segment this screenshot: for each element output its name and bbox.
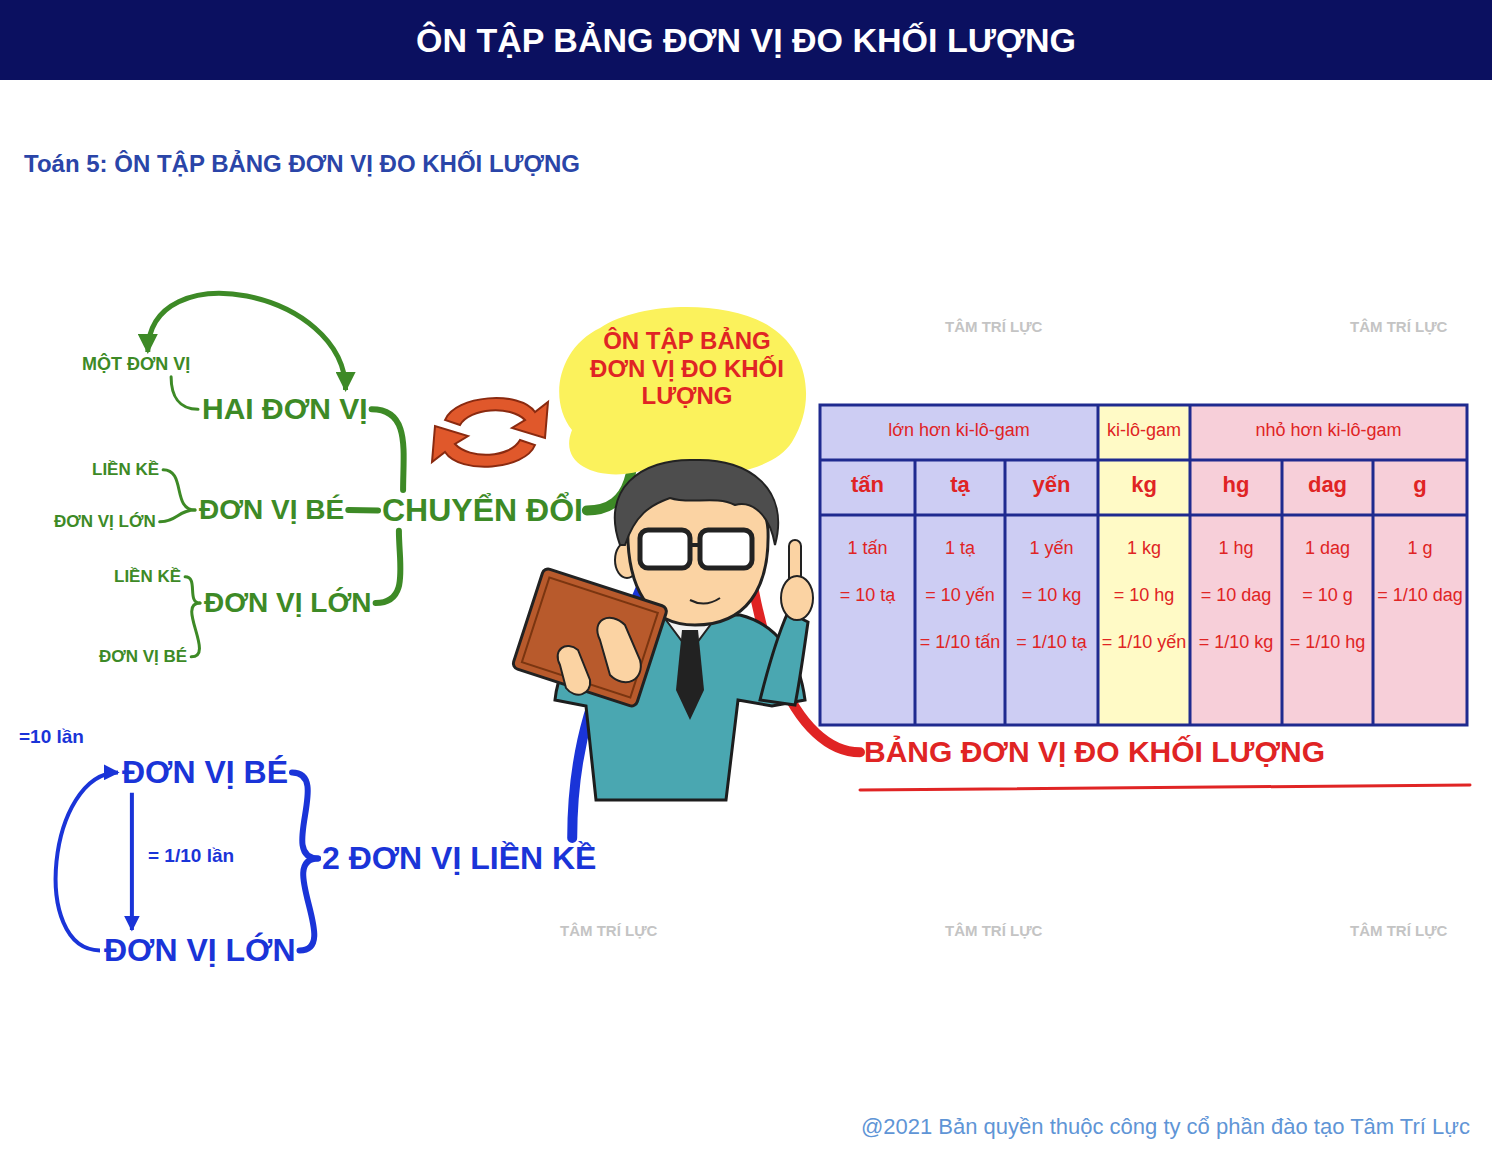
branch-line bbox=[171, 377, 198, 410]
table-cell: = 10 kg bbox=[1005, 585, 1098, 607]
branch-line bbox=[191, 603, 200, 657]
conversion-arrow bbox=[148, 293, 346, 390]
table-cell: 1 tấn bbox=[820, 538, 915, 560]
topic-text: LIỀN KỀ bbox=[92, 460, 159, 480]
branch-line bbox=[163, 470, 195, 510]
topic-text: BẢNG ĐƠN VỊ ĐO KHỐI LƯỢNG bbox=[864, 735, 1325, 770]
main-branch: BẢNG ĐƠN VỊ ĐO KHỐI LƯỢNG bbox=[860, 733, 1329, 772]
unit-name: hg bbox=[1190, 472, 1282, 498]
table-cell: 1 dag bbox=[1282, 538, 1373, 560]
watermark: TÂM TRÍ LỰC bbox=[1350, 922, 1447, 940]
table-cell: = 10 tạ bbox=[820, 585, 915, 607]
main-branch: 2 ĐƠN VỊ LIỀN KỀ bbox=[318, 838, 600, 879]
table-cell: = 10 dag bbox=[1190, 585, 1282, 607]
topic-text: HAI ĐƠN VỊ bbox=[202, 392, 368, 427]
table-cell: = 1/10 hg bbox=[1282, 632, 1373, 654]
topic-text: 2 ĐƠN VỊ LIỀN KỀ bbox=[322, 840, 596, 877]
topic-text: ĐƠN VỊ BÉ bbox=[122, 754, 288, 791]
unit-name: g bbox=[1373, 472, 1467, 498]
table-header: ki-lô-gam bbox=[1098, 420, 1190, 442]
topic-text: ĐƠN VỊ LỚN bbox=[104, 932, 295, 969]
table-cell: = 1/10 tấn bbox=[915, 632, 1005, 654]
table-cell: = 1/10 yến bbox=[1098, 632, 1190, 654]
topic-text: CHUYỂN ĐỔI bbox=[382, 492, 583, 529]
central-topic: ÔN TẬP BẢNG ĐƠN VỊ ĐO KHỐI LƯỢNG bbox=[582, 325, 792, 412]
conversion-arrow bbox=[56, 772, 118, 950]
watermark: TÂM TRÍ LỰC bbox=[560, 922, 657, 940]
topic-text: ĐƠN VỊ BÉ bbox=[99, 647, 187, 667]
sub-branch: LIỀN KỀ bbox=[88, 458, 163, 482]
copyright-caption: @2021 Bản quyền thuộc công ty cổ phần đà… bbox=[861, 1114, 1470, 1140]
arrow-label: =10 lần bbox=[16, 726, 87, 749]
branch-line bbox=[348, 507, 378, 513]
table-cell: = 1/10 tạ bbox=[1005, 632, 1098, 654]
topic-text: ÔN TẬP BẢNG ĐƠN VỊ ĐO KHỐI LƯỢNG bbox=[586, 327, 788, 410]
branch-line bbox=[160, 510, 195, 522]
table-cell: 1 yến bbox=[1005, 538, 1098, 560]
sub-branch: MỘT ĐƠN VỊ bbox=[78, 352, 194, 377]
unit-name: dag bbox=[1282, 472, 1373, 498]
table-cell: = 1/10 dag bbox=[1373, 585, 1467, 607]
sub-branch: ĐƠN VỊ LỚN bbox=[50, 510, 160, 534]
table-cell: = 1/10 kg bbox=[1190, 632, 1282, 654]
watermark: TÂM TRÍ LỰC bbox=[1350, 318, 1447, 336]
branch-underline bbox=[860, 785, 1470, 790]
topic-text: ĐƠN VỊ BÉ bbox=[199, 494, 344, 526]
branch-line bbox=[185, 577, 200, 603]
page-title: ÔN TẬP BẢNG ĐƠN VỊ ĐO KHỐI LƯỢNG bbox=[0, 0, 1492, 80]
unit-name: tạ bbox=[915, 472, 1005, 498]
table-cell: 1 tạ bbox=[915, 538, 1005, 560]
main-branch: CHUYỂN ĐỔI bbox=[378, 490, 587, 531]
sub-branch: ĐƠN VỊ BÉ bbox=[118, 752, 292, 793]
sub-branch: ĐƠN VỊ LỚN bbox=[200, 585, 376, 621]
sub-branch: ĐƠN VỊ BÉ bbox=[95, 645, 191, 669]
branch-line bbox=[376, 531, 401, 603]
watermark: TÂM TRÍ LỰC bbox=[945, 922, 1042, 940]
table-cell: = 10 hg bbox=[1098, 585, 1190, 607]
sub-branch: LIỀN KỀ bbox=[110, 565, 185, 589]
sub-branch: ĐƠN VỊ BÉ bbox=[195, 492, 348, 528]
watermark: TÂM TRÍ LỰC bbox=[945, 318, 1042, 336]
sub-branch: ĐƠN VỊ LỚN bbox=[100, 930, 299, 971]
conversion-arrow bbox=[130, 793, 134, 930]
table-header: nhỏ hơn ki-lô-gam bbox=[1190, 420, 1467, 442]
sub-branch: HAI ĐƠN VỊ bbox=[198, 390, 372, 429]
subtitle: Toán 5: ÔN TẬP BẢNG ĐƠN VỊ ĐO KHỐI LƯỢNG bbox=[24, 150, 580, 179]
branch-line bbox=[292, 772, 318, 858]
topic-text: MỘT ĐƠN VỊ bbox=[82, 354, 190, 375]
topic-text: LIỀN KỀ bbox=[114, 567, 181, 587]
table-cell: 1 hg bbox=[1190, 538, 1282, 560]
topic-text: ĐƠN VỊ LỚN bbox=[204, 587, 372, 619]
table-header: lớn hơn ki-lô-gam bbox=[820, 420, 1098, 442]
table-cell: = 10 yến bbox=[915, 585, 1005, 607]
unit-name: tấn bbox=[820, 472, 915, 498]
table-cell: = 10 g bbox=[1282, 585, 1373, 607]
cycle-icon bbox=[432, 398, 548, 467]
topic-text: ĐƠN VỊ LỚN bbox=[54, 512, 156, 532]
table-cell: 1 kg bbox=[1098, 538, 1190, 560]
highlight-blob bbox=[559, 307, 806, 476]
header-bar: ÔN TẬP BẢNG ĐƠN VỊ ĐO KHỐI LƯỢNG bbox=[0, 0, 1492, 80]
unit-name: yến bbox=[1005, 472, 1098, 498]
unit-name: kg bbox=[1098, 472, 1190, 498]
arrow-label: = 1/10 lần bbox=[145, 845, 237, 868]
branch-line bbox=[372, 409, 404, 490]
table-cell: 1 g bbox=[1373, 538, 1467, 560]
unit-table-grid bbox=[820, 405, 1467, 725]
branch-line bbox=[300, 858, 319, 950]
